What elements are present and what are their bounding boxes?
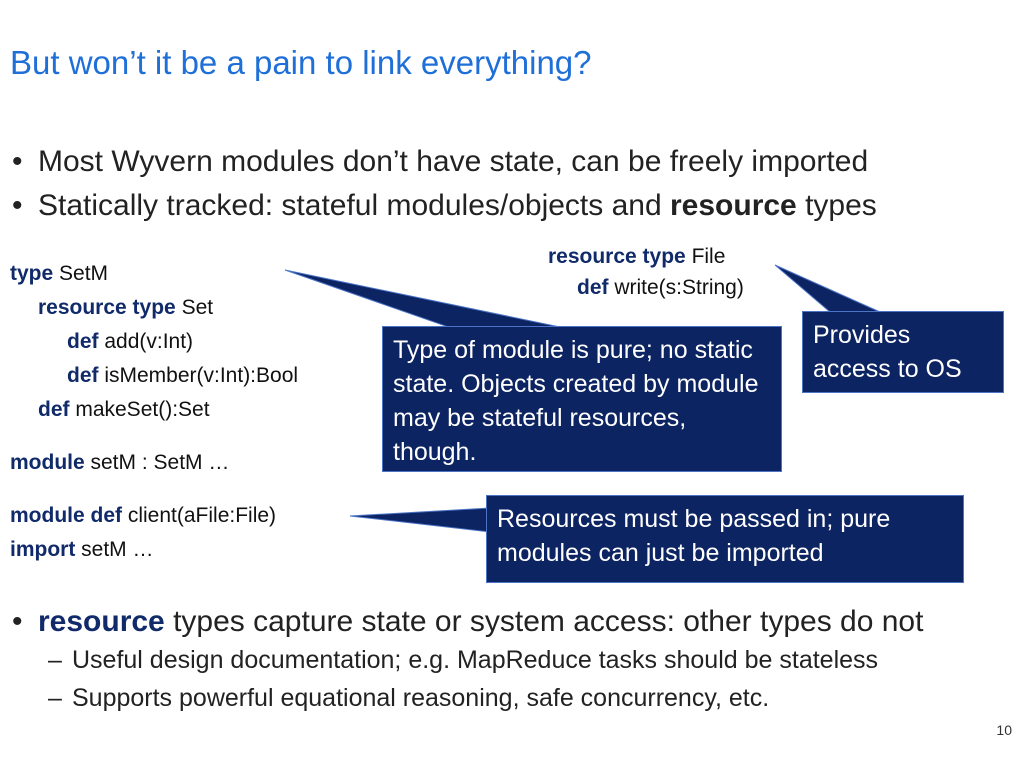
page-number: 10 — [996, 722, 1012, 738]
bullet-bold-word: resource — [670, 189, 797, 222]
bullet-statically-tracked: Statically tracked: stateful modules/obj… — [10, 184, 877, 228]
code-text: isMember(v:Int):Bool — [98, 364, 299, 387]
code-keyword: def — [38, 398, 70, 421]
code-text: Set — [175, 296, 214, 319]
code-text: setM … — [75, 538, 154, 561]
code-line-resource-type-file: resource type File — [548, 240, 725, 274]
slide-title: But won’t it be a pain to link everythin… — [10, 44, 592, 81]
code-keyword: resource type — [38, 296, 176, 319]
pointer-os — [774, 264, 881, 313]
bullet-resource-types: resource types capture state or system a… — [10, 603, 1010, 641]
code-keyword: def — [67, 330, 99, 353]
sub-bullet-reasoning: Supports powerful equational reasoning, … — [10, 679, 1010, 717]
code-text: File — [685, 245, 726, 268]
code-line-def-write: def write(s:String) — [577, 271, 744, 305]
code-keyword: import — [10, 538, 76, 561]
bullet-bold-word: resource — [38, 605, 165, 638]
code-line-module-setm: module setM : SetM … — [10, 446, 229, 480]
code-text: SetM — [53, 262, 109, 285]
code-line-def-makeset: def makeSet():Set — [38, 393, 210, 427]
code-line-def-ismember: def isMember(v:Int):Bool — [67, 359, 298, 393]
callout-resources-passed: Resources must be passed in; pure module… — [486, 495, 964, 583]
code-line-type-setm: type SetM — [10, 257, 108, 291]
sub-bullet-design-doc: Useful design documentation; e.g. MapRed… — [10, 641, 1010, 679]
pointer-passed — [349, 507, 491, 533]
code-keyword: module — [10, 451, 85, 474]
bullet-text-post: types — [796, 189, 877, 222]
callout-os-access: Provides access to OS — [802, 311, 1004, 393]
code-text: write(s:String) — [608, 276, 744, 299]
bullet-text: Most Wyvern modules don’t have state, ca… — [38, 145, 869, 178]
bullet-stateless-modules: Most Wyvern modules don’t have state, ca… — [10, 140, 877, 184]
callout-pure-module: Type of module is pure; no static state.… — [382, 326, 782, 472]
code-text: makeSet():Set — [69, 398, 210, 421]
bottom-bullet-section: resource types capture state or system a… — [10, 603, 1010, 717]
code-text: setM : SetM … — [84, 451, 230, 474]
code-keyword: def — [577, 276, 609, 299]
bullet-text: types capture state or system access: ot… — [164, 605, 924, 638]
code-keyword: type — [10, 262, 54, 285]
top-bullet-list: Most Wyvern modules don’t have state, ca… — [10, 140, 877, 228]
code-keyword: resource type — [548, 245, 686, 268]
code-line-module-def-client: module def client(aFile:File) — [10, 499, 276, 533]
code-line-resource-type-set: resource type Set — [38, 291, 213, 325]
code-line-import-setm: import setM … — [10, 533, 154, 567]
code-text: client(aFile:File) — [122, 504, 277, 527]
code-keyword: def — [67, 364, 99, 387]
bullet-text-pre: Statically tracked: stateful modules/obj… — [38, 189, 670, 222]
code-line-def-add: def add(v:Int) — [67, 325, 193, 359]
code-keyword: module def — [10, 504, 123, 527]
code-text: add(v:Int) — [98, 330, 194, 353]
